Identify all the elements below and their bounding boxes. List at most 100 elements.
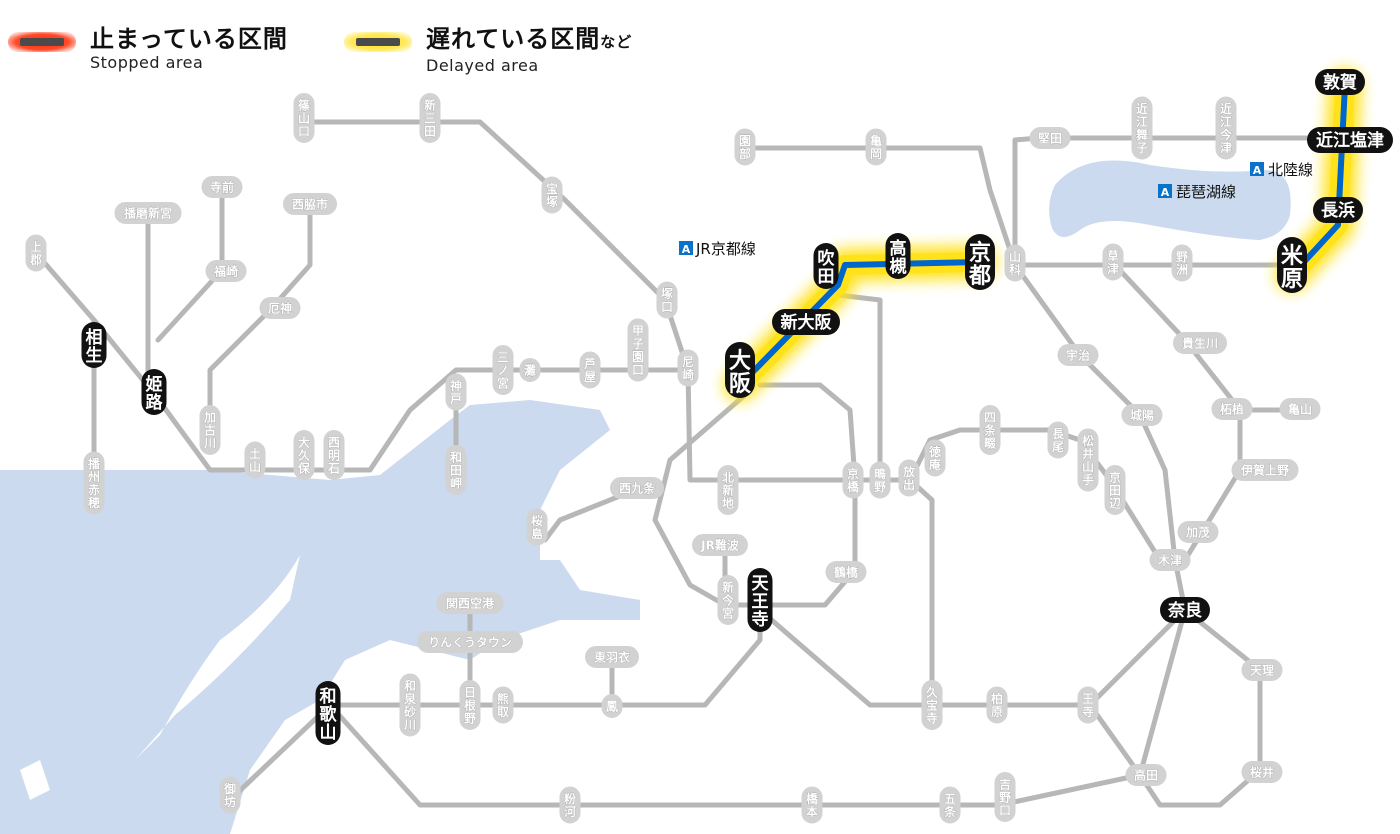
station-pill bbox=[399, 673, 421, 737]
station-pill bbox=[656, 281, 678, 319]
station-harimashingu: 播磨新宮 bbox=[114, 202, 182, 224]
station-pill bbox=[627, 318, 649, 382]
legend-stopped: 止まっている区間 Stopped area bbox=[8, 24, 288, 72]
station-pill bbox=[1315, 69, 1365, 95]
station-otori: 鳳 bbox=[601, 694, 623, 718]
station-label: 大阪 bbox=[729, 349, 751, 397]
station-pill bbox=[559, 786, 581, 824]
station-nishiakashi: 西明石 bbox=[323, 430, 345, 480]
station-pill bbox=[692, 534, 748, 556]
station-pill bbox=[1171, 244, 1193, 282]
station-label: 灘 bbox=[524, 363, 536, 378]
station-label: 柘植 bbox=[1219, 401, 1244, 416]
station-tokuan: 徳庵 bbox=[924, 439, 946, 477]
stations: 篠山口新三田宝塚園部亀岡堅田近江舞子近江今津敦賀近江塩津長浜米原京都高槻吹田新大… bbox=[25, 69, 1393, 824]
station-label: 天王寺 bbox=[752, 574, 770, 630]
station-pill bbox=[585, 646, 639, 668]
station-label: 甲子園口 bbox=[632, 324, 644, 377]
svg-text:A: A bbox=[1253, 164, 1262, 177]
station-label: 城陽 bbox=[1130, 407, 1154, 422]
station-joyo: 城陽 bbox=[1121, 404, 1163, 426]
station-pill bbox=[994, 772, 1016, 822]
station-jrnamba: JR難波 bbox=[692, 534, 748, 556]
station-label: 高槻 bbox=[890, 238, 907, 277]
station-tsuchiyama: 土山 bbox=[244, 441, 266, 479]
station-kyobashi: 京橋 bbox=[842, 461, 864, 499]
station-pill bbox=[885, 233, 911, 279]
station-label: 野洲 bbox=[1176, 250, 1188, 277]
station-pill bbox=[25, 234, 47, 272]
land-strip-a bbox=[135, 555, 300, 760]
station-kansaiairport: 関西空港 bbox=[436, 592, 504, 614]
station-pill bbox=[1160, 597, 1210, 623]
kyoto-line-badge bbox=[679, 241, 693, 255]
station-label: 北新地 bbox=[722, 470, 734, 511]
station-pill bbox=[1231, 459, 1299, 481]
station-label: 長浜 bbox=[1321, 201, 1355, 221]
sakurai-line bbox=[1137, 607, 1263, 808]
station-label: 王寺 bbox=[1082, 692, 1094, 719]
station-gojo: 五条 bbox=[939, 786, 961, 824]
water bbox=[0, 160, 1291, 834]
station-oji: 王寺 bbox=[1077, 686, 1099, 724]
station-kamigori: 上郡 bbox=[25, 234, 47, 272]
station-pill bbox=[1279, 398, 1321, 420]
station-kibukawa: 貴生川 bbox=[1173, 332, 1227, 354]
station-label: 桜井 bbox=[1250, 764, 1274, 779]
station-label: 新三田 bbox=[424, 98, 436, 139]
station-label: 宇治 bbox=[1066, 347, 1090, 362]
station-rinkutown: りんくうタウン bbox=[417, 631, 523, 653]
sagano-line bbox=[737, 145, 1018, 268]
station-wakayama: 和歌山 bbox=[315, 681, 341, 745]
stopped-swatch bbox=[8, 32, 76, 52]
delayed-label-en: Delayed area bbox=[426, 56, 539, 75]
station-izumisunagawa: 和泉砂川 bbox=[399, 673, 421, 737]
station-kyoto: 京都 bbox=[965, 234, 995, 290]
station-iga-ueno: 伊賀上野 bbox=[1231, 459, 1299, 481]
station-pill bbox=[1131, 96, 1153, 160]
station-kyuhoji: 久宝寺 bbox=[921, 680, 943, 730]
station-label: 桜島 bbox=[531, 513, 543, 541]
station-label: 亀岡 bbox=[870, 133, 882, 161]
station-label: 上郡 bbox=[29, 239, 42, 267]
station-pill bbox=[1211, 398, 1253, 420]
station-pill bbox=[199, 405, 221, 455]
station-pill bbox=[825, 561, 867, 583]
station-label: 東羽衣 bbox=[594, 649, 630, 664]
station-label: 長尾 bbox=[1052, 426, 1065, 454]
station-kumatori: 熊取 bbox=[492, 686, 514, 724]
station-amagasaki: 尼崎 bbox=[677, 349, 699, 387]
station-pill bbox=[1077, 686, 1099, 724]
station-label: 柏原 bbox=[991, 691, 1003, 719]
station-label: 芦屋 bbox=[584, 356, 596, 384]
station-omimaiko: 近江舞子 bbox=[1131, 96, 1153, 160]
station-yamashina: 山科 bbox=[1004, 244, 1026, 282]
station-kamo: 加茂 bbox=[1177, 521, 1219, 543]
station-tsukaguchi: 塚口 bbox=[656, 281, 678, 319]
station-suita: 吹田 bbox=[813, 243, 839, 289]
station-label: 加古川 bbox=[203, 410, 216, 451]
station-sonobe: 園部 bbox=[734, 128, 756, 166]
station-kokawa: 粉河 bbox=[559, 786, 581, 824]
station-pill bbox=[81, 322, 107, 368]
delayed-label-jp: 遅れている区間など bbox=[426, 25, 633, 53]
station-pill bbox=[459, 680, 481, 730]
station-label: 吹田 bbox=[818, 248, 836, 287]
station-pill bbox=[1077, 428, 1099, 492]
station-label: 新大阪 bbox=[781, 312, 832, 333]
station-tennoji: 天王寺 bbox=[747, 568, 773, 632]
station-pill bbox=[541, 176, 563, 214]
station-pill bbox=[1004, 244, 1026, 282]
station-pill bbox=[141, 369, 167, 415]
station-pill bbox=[1102, 243, 1124, 281]
station-label: 鳳 bbox=[606, 699, 618, 714]
station-kameyama: 亀山 bbox=[1279, 398, 1321, 420]
station-nagao: 長尾 bbox=[1047, 421, 1069, 459]
station-pill bbox=[725, 342, 755, 398]
line-labels: A JR京都線 A 北陸線 A 琵琶湖線 bbox=[679, 161, 1313, 258]
kansai-line-south bbox=[1087, 702, 1143, 778]
station-label: 播磨新宮 bbox=[124, 205, 172, 220]
osaka-east bbox=[835, 292, 883, 483]
station-pill bbox=[492, 686, 514, 724]
